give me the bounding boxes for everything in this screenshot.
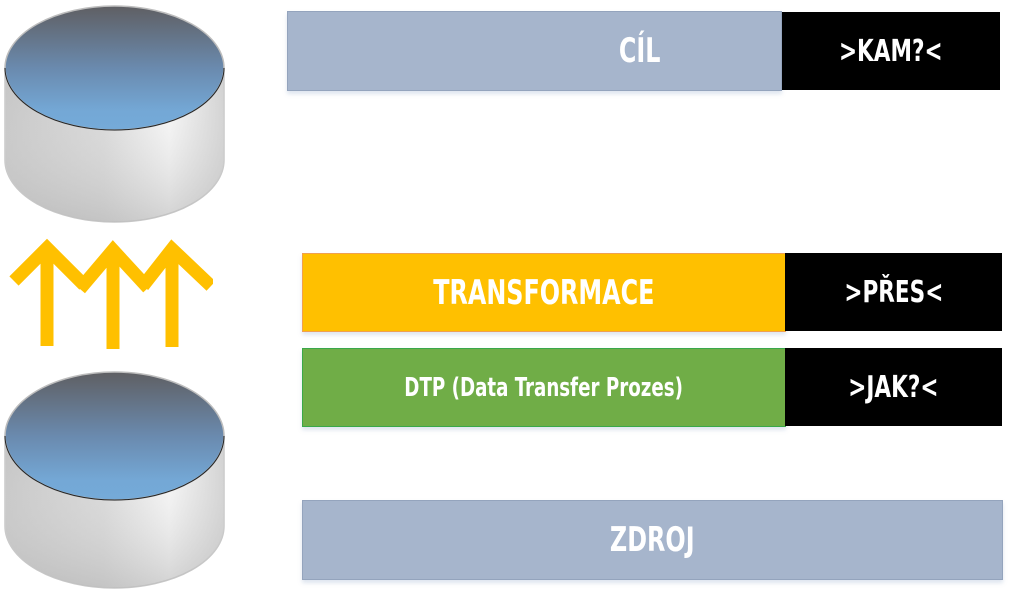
dtp-question-box: >JAK?<: [785, 348, 1002, 426]
dtp-layer-label: DTP (Data Transfer Prozes): [404, 372, 684, 403]
target-layer-bar: CÍL: [287, 11, 782, 91]
transformation-question-box: >PŘES<: [785, 253, 1002, 331]
target-layer-label: CÍL: [618, 31, 661, 71]
transformation-question-label: >PŘES<: [844, 274, 943, 310]
triple-up-arrow-icon: [8, 238, 216, 353]
transformation-layer-bar: TRANSFORMACE: [302, 253, 786, 332]
target-question-label: >KAM?<: [839, 33, 943, 69]
transformation-layer-label: TRANSFORMACE: [433, 272, 655, 313]
source-layer-bar: ZDROJ: [302, 500, 1003, 580]
dtp-layer-bar: DTP (Data Transfer Prozes): [302, 348, 786, 427]
target-question-box: >KAM?<: [782, 12, 1000, 90]
target-database-icon: [3, 2, 226, 224]
dtp-question-label: >JAK?<: [848, 369, 939, 405]
source-database-icon: [3, 366, 226, 590]
source-layer-label: ZDROJ: [610, 520, 695, 560]
